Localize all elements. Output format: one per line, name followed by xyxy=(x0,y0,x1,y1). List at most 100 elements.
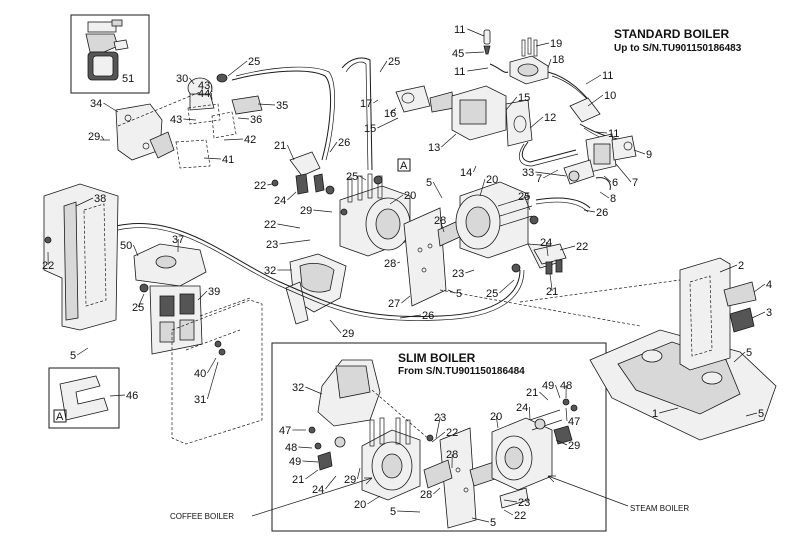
part-callout-5: 5 xyxy=(390,506,421,518)
leader-line xyxy=(555,439,568,446)
part-callout-7: 7 xyxy=(615,163,638,189)
part-number-label: 48 xyxy=(285,442,297,454)
leader-line xyxy=(465,51,485,54)
part-callout-25: 25 xyxy=(379,56,400,73)
part-callout-22: 22 xyxy=(431,427,458,443)
leader-line xyxy=(479,178,486,197)
part-number-label: 20 xyxy=(490,411,502,423)
part-callout-25: 25 xyxy=(486,279,515,300)
part-number-label: 2 xyxy=(738,260,744,272)
leader-line xyxy=(207,361,219,400)
part-number-label: 43 xyxy=(198,80,210,92)
leader-line xyxy=(305,386,323,395)
part-callout-26: 26 xyxy=(329,137,350,153)
steam-boiler-note: STEAM BOILER xyxy=(630,504,689,513)
leader-line xyxy=(547,58,552,69)
slim-boiler-frame xyxy=(271,342,607,532)
leader-line xyxy=(227,60,248,77)
part-callout-32: 32 xyxy=(264,265,292,277)
leader-line xyxy=(401,295,411,304)
leader-line xyxy=(389,107,397,114)
part-number-label: 11 xyxy=(608,128,619,140)
part-number-label: 24 xyxy=(274,195,286,207)
part-callout-40: 40 xyxy=(194,357,217,380)
part-number-label: 14 xyxy=(460,167,472,179)
part-number-label: 26 xyxy=(422,310,434,322)
slim-coffee-boiler xyxy=(308,417,421,501)
standard-coffee-boiler xyxy=(325,173,411,257)
part-callout-38: 38 xyxy=(75,193,106,207)
part-number-label: 6 xyxy=(612,177,618,189)
part-callout-5: 5 xyxy=(70,347,89,362)
bracket-21-right xyxy=(533,243,567,275)
part-number-label: 24 xyxy=(540,237,552,249)
leader-line xyxy=(75,197,94,207)
part-number-label: 22 xyxy=(446,427,458,439)
part-callout-23: 23 xyxy=(266,239,311,251)
part-number-label: 22 xyxy=(42,260,54,272)
part-number-label: 30 xyxy=(176,73,188,85)
part-callout-27: 27 xyxy=(388,295,411,310)
part-number-label: 49 xyxy=(289,456,301,468)
part-callout-20: 20 xyxy=(479,174,498,197)
part-number-label: 45 xyxy=(452,48,464,60)
part-number-label: 21 xyxy=(292,474,304,486)
part-number-label: 38 xyxy=(94,193,106,205)
leader-line xyxy=(101,135,105,141)
part-callout-23: 23 xyxy=(434,412,446,439)
part-number-label: 5 xyxy=(758,408,764,420)
part-callout-9: 9 xyxy=(633,149,652,161)
part-callout-31: 31 xyxy=(194,361,219,406)
leader-line xyxy=(379,60,388,73)
tube-26-right xyxy=(535,197,591,209)
part-callout-2: 2 xyxy=(719,260,744,273)
leader-line xyxy=(359,175,367,181)
part-callout-26: 26 xyxy=(399,310,434,322)
part-number-label: 5 xyxy=(390,506,396,518)
part-number-label: 10 xyxy=(604,90,616,102)
slim-boiler-serial: From S/N.TU901150186484 xyxy=(398,366,525,377)
part-number-label: 47 xyxy=(568,416,580,428)
part-callout-23: 23 xyxy=(503,497,530,509)
part-callout-42: 42 xyxy=(223,134,256,146)
part-callout-23: 23 xyxy=(452,268,475,280)
part-callout-3: 3 xyxy=(751,307,772,319)
part-number-label: 22 xyxy=(264,219,276,231)
inset-part-51 xyxy=(70,14,150,94)
part-callout-37: 37 xyxy=(172,234,184,253)
part-number-label: 23 xyxy=(452,268,464,280)
part-number-label: 46 xyxy=(126,390,138,402)
part-callout-28: 28 xyxy=(446,449,458,469)
part-number-label: 32 xyxy=(292,382,304,394)
leader-line xyxy=(539,391,549,401)
part-callout-33: 33 xyxy=(522,167,567,179)
part-callout-14: 14 xyxy=(460,165,477,179)
part-number-label: 29 xyxy=(342,328,354,340)
leader-line xyxy=(441,133,457,148)
leader-line xyxy=(223,138,244,141)
leader-line xyxy=(503,509,514,516)
part-number-label: 29 xyxy=(300,205,312,217)
part-callout-47: 47 xyxy=(565,407,580,428)
part-number-label: 19 xyxy=(550,38,562,50)
part-number-label: 33 xyxy=(522,167,534,179)
part-callout-24: 24 xyxy=(540,237,552,257)
leader-line xyxy=(325,475,337,490)
part-number-label: 29 xyxy=(88,131,100,143)
tube-26-bottom xyxy=(115,223,521,318)
part-callout-22: 22 xyxy=(254,180,273,192)
part-callout-48: 48 xyxy=(285,442,313,454)
standard-boiler-serial: Up to S/N.TU901150186483 xyxy=(614,43,742,54)
part-number-label: 27 xyxy=(388,298,400,310)
part-number-label: 23 xyxy=(518,497,530,509)
part-number-label: 22 xyxy=(514,510,526,522)
detail-a-tag-bottom: A xyxy=(56,411,64,423)
mount-plate-27 xyxy=(403,207,463,307)
leader-line xyxy=(237,117,250,120)
part-number-label: 51 xyxy=(122,73,134,85)
part-number-label: 22 xyxy=(254,180,266,192)
leader-line xyxy=(471,517,490,523)
leader-line xyxy=(733,351,746,363)
part-callout-22: 22 xyxy=(503,509,526,522)
leader-line xyxy=(535,171,567,177)
